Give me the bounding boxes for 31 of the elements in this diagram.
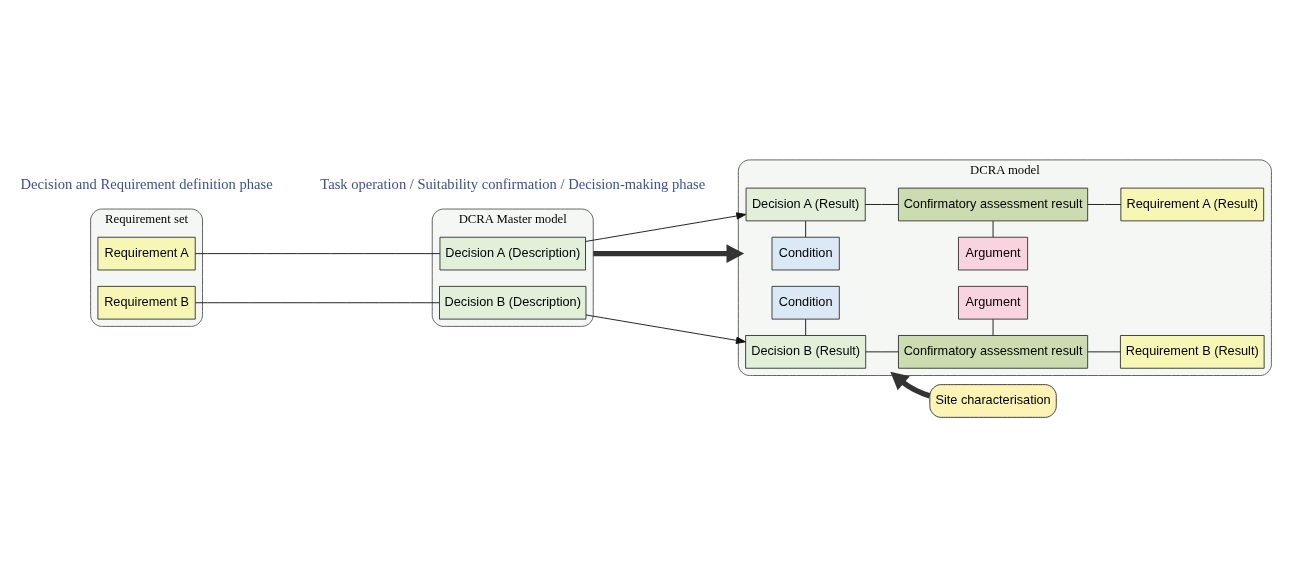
node-box: Confirmatory assessment result [898,187,1089,221]
arrow [585,211,747,242]
connector [1087,203,1122,205]
connector [992,220,994,238]
node-box: Argument [958,285,1029,320]
node-box: Argument [958,236,1029,270]
connector [805,220,807,238]
connector [992,318,994,336]
node-box: Requirement B (Result) [1119,334,1265,369]
arrow [890,371,931,398]
node-box: Decision A (Description) [439,236,586,270]
node-box: Decision A (Result) [745,187,866,221]
connector [1087,350,1121,352]
connector [865,350,899,352]
node-box: Requirement B [97,285,196,320]
arrow [585,314,746,344]
label: Task operation / Suitability confirmation / Decision-making phase [320,175,706,192]
node-box: Condition [771,236,840,270]
connector [805,318,807,336]
node-box: Confirmatory assessment result [898,334,1089,369]
label: Decision and Requirement definition phase [20,175,273,192]
node-box: Requirement A (Result) [1120,187,1265,221]
connector [195,301,440,303]
node-box: Requirement A [97,236,196,270]
connector [195,252,441,254]
node-box: Decision B (Result) [745,334,867,369]
node-box: Site characterisation [929,383,1057,418]
node-box: Condition [771,285,840,320]
node-box: Decision B (Description) [439,285,587,320]
arrow [593,243,745,263]
connector [864,203,899,205]
